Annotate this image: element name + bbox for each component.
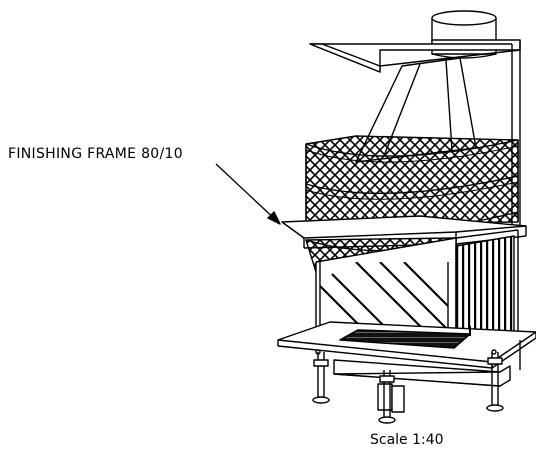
adjustable-feet (312, 340, 521, 424)
flue-collar (431, 10, 497, 59)
hearth-plate (277, 321, 536, 369)
pedestal (333, 359, 511, 413)
finishing-frame-label: FINISHING FRAME 80/10 (8, 146, 183, 162)
lattice-casing (305, 135, 519, 234)
firebox (315, 229, 519, 340)
scale-label: Scale 1:40 (370, 432, 444, 448)
callout-leader (215, 163, 281, 225)
